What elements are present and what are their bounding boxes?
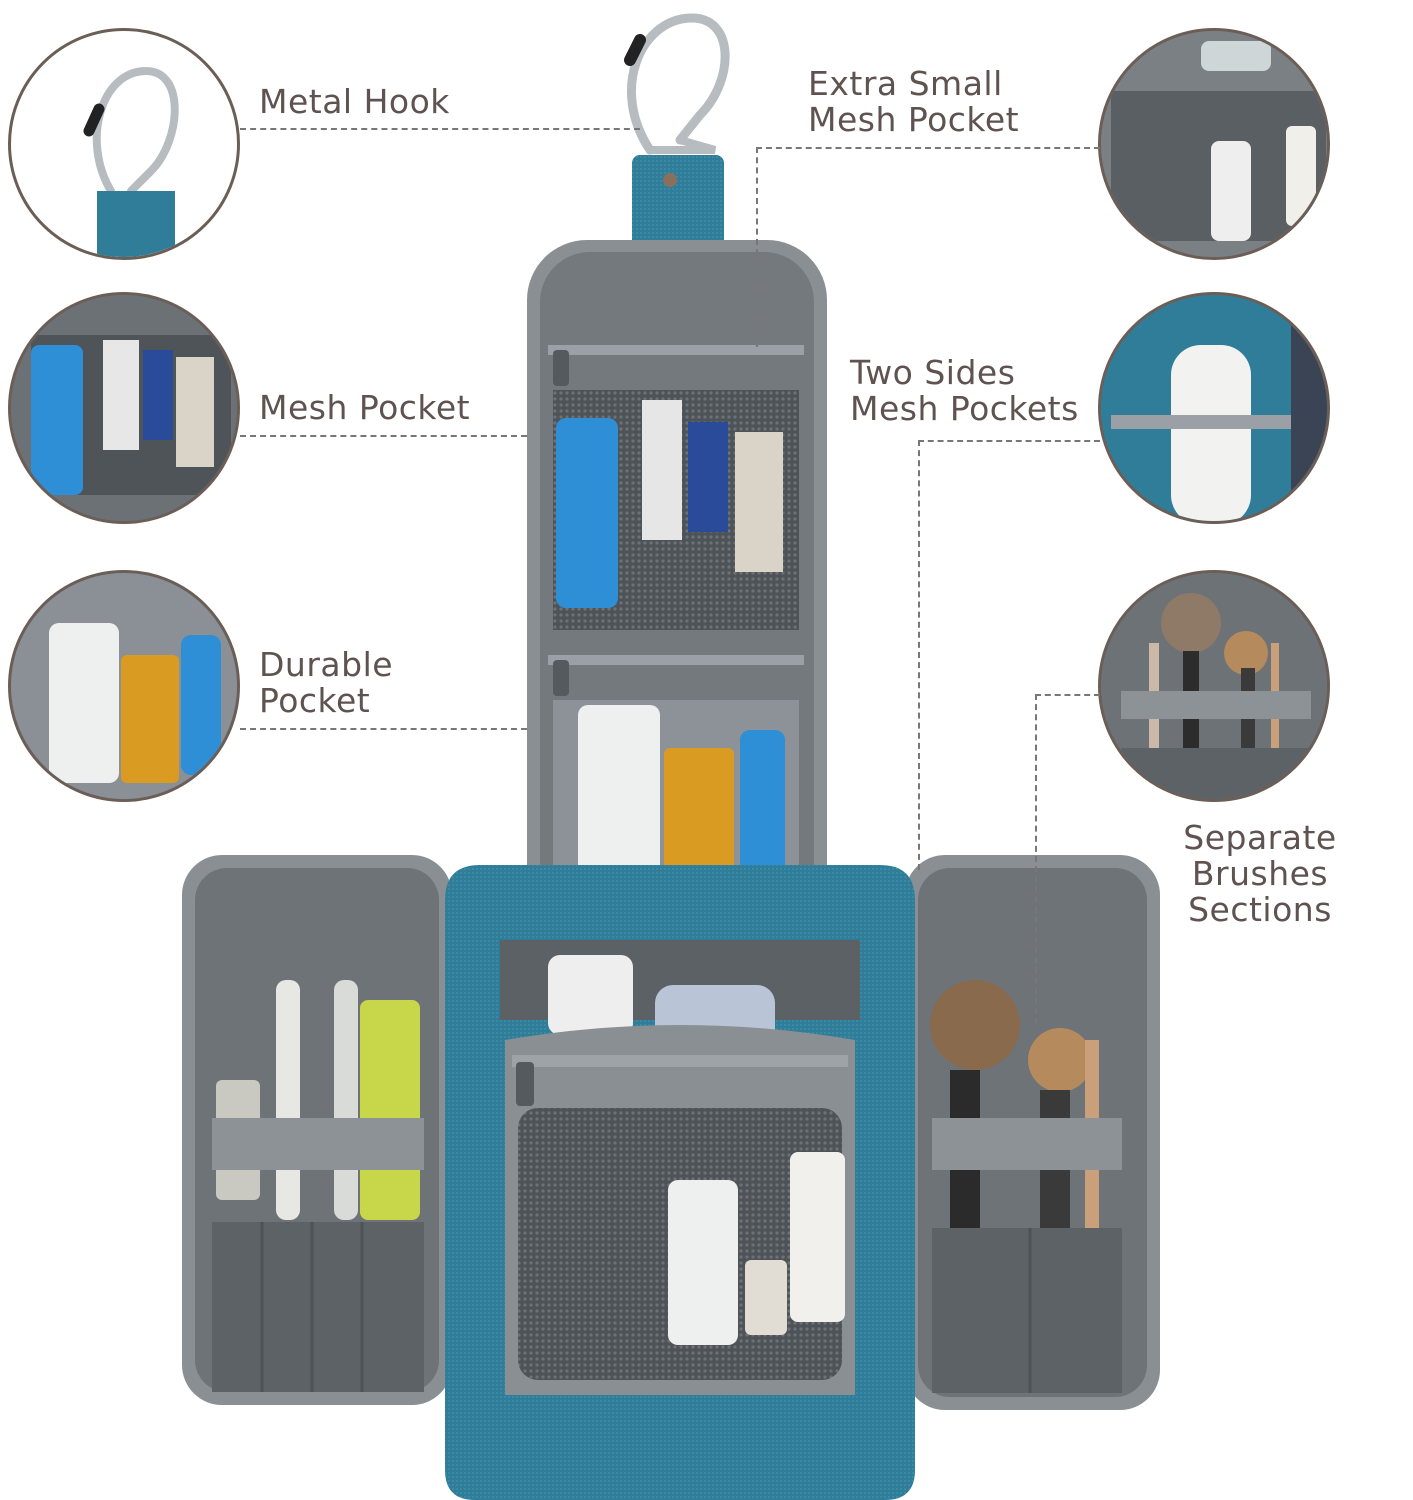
left-side-panel: [182, 855, 452, 1405]
hook-strap: [632, 155, 724, 255]
extra-small-mesh-pocket-icon: [1101, 31, 1327, 257]
two-sides-mesh-pockets-icon: [1101, 295, 1327, 521]
main-compartment: [445, 865, 915, 1500]
two-sides-mesh-pockets-label: Two Sides Mesh Pockets: [850, 353, 1079, 428]
two-sides-mesh-pockets-leader-v: [918, 440, 920, 870]
metal-hook-detail-circle: [8, 28, 240, 260]
separate-brushes-sections-detail-circle: [1098, 570, 1330, 802]
separate-brushes-sections-leader-h: [1035, 694, 1100, 696]
durable-pocket-detail-circle: [8, 570, 240, 802]
durable-pocket-leader: [240, 728, 527, 730]
separate-brushes-sections-leader-v: [1035, 694, 1037, 1024]
metal-hook-leader: [240, 128, 640, 130]
metal-hook-label: Metal Hook: [259, 82, 450, 121]
two-sides-mesh-pockets-leader-h: [918, 440, 1100, 442]
mesh-pocket-detail-circle: [8, 292, 240, 524]
extra-small-mesh-pocket-leader-v: [756, 147, 758, 347]
extra-small-mesh-pocket-detail-circle: [1098, 28, 1330, 260]
metal-hook: [624, 13, 730, 155]
metal-hook-icon: [83, 66, 179, 257]
two-sides-mesh-pockets-detail-circle: [1098, 292, 1330, 524]
top-flap: [527, 240, 827, 940]
toiletry-bag-photo: [182, 13, 1160, 1500]
mesh-pocket-icon: [11, 295, 237, 521]
mesh-pocket-label: Mesh Pocket: [259, 388, 471, 427]
separate-brushes-sections-label: Separate Brushes Sections: [1183, 818, 1337, 929]
extra-small-mesh-pocket-leader-h: [756, 147, 1100, 149]
extra-small-mesh-pocket-label: Extra Small Mesh Pocket: [808, 64, 1020, 139]
durable-pocket-label: Durable Pocket: [259, 645, 394, 720]
separate-brushes-sections-icon: [1101, 573, 1327, 799]
mesh-pocket-leader: [240, 435, 527, 437]
right-side-panel: [905, 855, 1160, 1410]
durable-pocket-icon: [11, 573, 237, 799]
